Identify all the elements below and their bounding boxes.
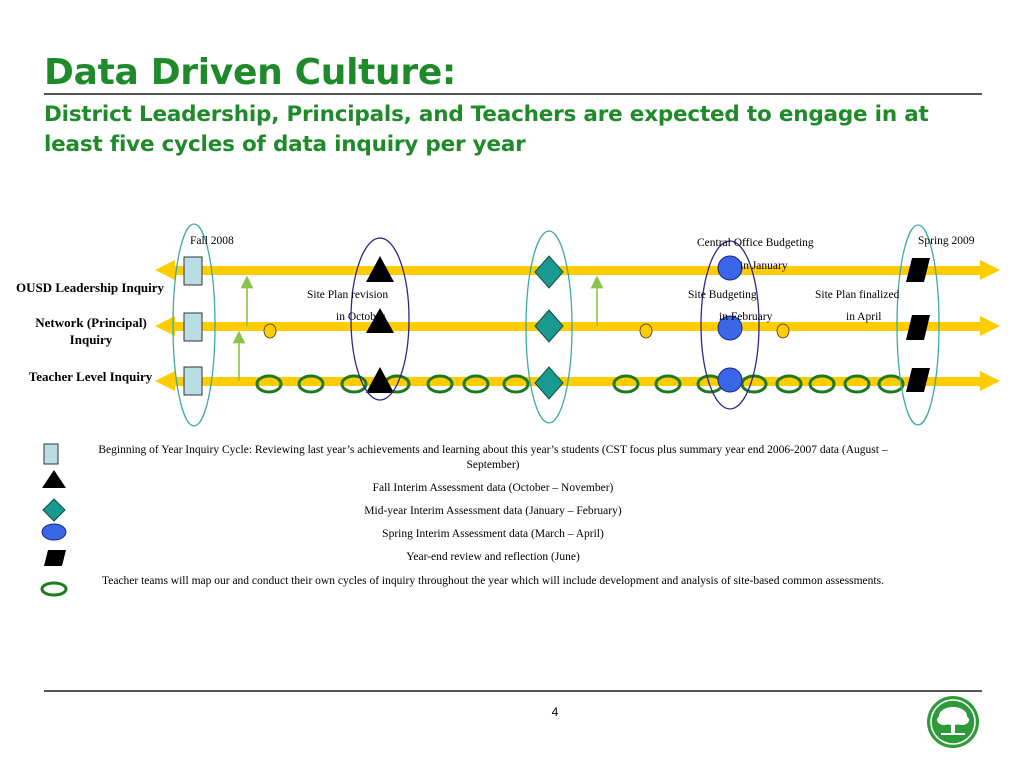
midyear-diamond-teacher: [534, 366, 564, 400]
square-icon: [43, 443, 59, 465]
cascade-arrows: [232, 275, 604, 381]
teacher-cycle-ellipse: [462, 374, 490, 394]
boy-square-network: [183, 312, 203, 342]
highlight-spring: [700, 240, 760, 410]
yearend-parallelograms: [906, 258, 930, 392]
spring-circle-leadership: [717, 255, 743, 281]
fall-triangle-teacher: [366, 367, 394, 393]
page-number: 4: [551, 705, 559, 719]
timeline-start-label: Fall 2008: [190, 235, 234, 247]
teacher-cycle-ellipse: [612, 374, 640, 394]
annotation-site-plan-finalized-line2: in April: [846, 311, 882, 323]
midyear-diamond-leadership: [534, 255, 564, 289]
ellipse-icon: [40, 581, 68, 597]
teacher-cycle-ellipse: [877, 374, 905, 394]
legend-text-teacher-teams: Teacher teams will map our and conduct t…: [102, 575, 884, 587]
boy-square-teacher: [183, 366, 203, 396]
highlight-fall-2008: [172, 223, 216, 427]
legend-text-yearend: Year-end review and reflection (June): [406, 551, 580, 563]
teacher-cycle-ellipse: [426, 374, 454, 394]
teacher-cycle-ellipse: [297, 374, 325, 394]
teacher-cycle-ellipse: [740, 374, 768, 394]
legend-text-spring: Spring Interim Assessment data (March – …: [382, 528, 604, 540]
teacher-cycle-ellipse: [502, 374, 530, 394]
row-label-teacher: Teacher Level Inquiry: [28, 369, 153, 384]
annotation-site-plan-revision-line1: Site Plan revision: [307, 289, 389, 301]
teacher-cycle-ellipse: [654, 374, 682, 394]
timeline-end-label: Spring 2009: [918, 235, 975, 247]
timeline-band-leadership: [155, 260, 1000, 280]
legend-text-boy: Beginning of Year Inquiry Cycle: Reviewi…: [98, 444, 888, 471]
midyear-diamonds: [534, 255, 564, 400]
highlight-fall-interim: [350, 237, 410, 401]
teacher-cycle-ellipse: [340, 374, 368, 394]
legend-text-midyear: Mid-year Interim Assessment data (Januar…: [364, 505, 622, 517]
yearend-parallelogram-network: [906, 315, 930, 340]
network-dot: [263, 323, 277, 339]
annotation-central-office-line2: in January: [740, 260, 788, 272]
spring-circle-network: [717, 315, 743, 341]
triangle-icon: [42, 470, 66, 488]
legend-icons: [40, 443, 68, 597]
row-label-network: Network (Principal) Inquiry: [35, 315, 147, 347]
highlight-midyear: [525, 230, 573, 424]
teacher-cycle-ellipse: [255, 374, 283, 394]
parallelogram-icon: [44, 550, 66, 566]
yearend-parallelogram-teacher: [906, 368, 930, 392]
network-dot: [639, 323, 653, 339]
legend-text-fall: Fall Interim Assessment data (October – …: [372, 482, 614, 494]
slide-title: Data Driven Culture:: [44, 52, 457, 93]
teacher-cycle-ellipse: [843, 374, 871, 394]
highlight-spring-2009: [896, 224, 940, 426]
spring-circles: [717, 255, 743, 393]
fall-triangles: [366, 256, 394, 393]
footer-divider: [44, 690, 982, 692]
teacher-cycle-ellipse: [775, 374, 803, 394]
fall-triangle-leadership: [366, 256, 394, 282]
boy-square-leadership: [183, 256, 203, 286]
diamond-icon: [42, 498, 66, 522]
boy-squares: [183, 256, 203, 396]
network-small-dots: [263, 323, 790, 339]
annotation-site-budgeting-line2: in February: [719, 311, 773, 323]
annotation-central-office-line1: Central Office Budgeting: [697, 237, 814, 249]
fall-triangle-network: [366, 308, 394, 333]
yearend-parallelogram-leadership: [906, 258, 930, 282]
row-label-leadership: OUSD Leadership Inquiry: [15, 280, 165, 295]
annotation-site-plan-finalized-line1: Site Plan finalized: [815, 289, 900, 301]
title-divider: [44, 93, 982, 95]
spring-circle-teacher: [717, 367, 743, 393]
column-highlights: [172, 223, 940, 427]
timeline-band-network: [155, 316, 1000, 336]
teacher-cycle-ellipse: [808, 374, 836, 394]
annotation-site-plan-revision-line2: in October: [336, 311, 385, 323]
network-dot: [776, 323, 790, 339]
midyear-diamond-network: [534, 309, 564, 343]
timeline-bands: [155, 260, 1000, 391]
timeline-band-teacher: [155, 371, 1000, 391]
circle-icon: [41, 523, 67, 541]
annotation-site-budgeting-line1: Site Budgeting: [688, 289, 757, 301]
slide-subtitle: District Leadership, Principals, and Tea…: [44, 102, 929, 157]
district-logo-icon: [927, 696, 979, 748]
